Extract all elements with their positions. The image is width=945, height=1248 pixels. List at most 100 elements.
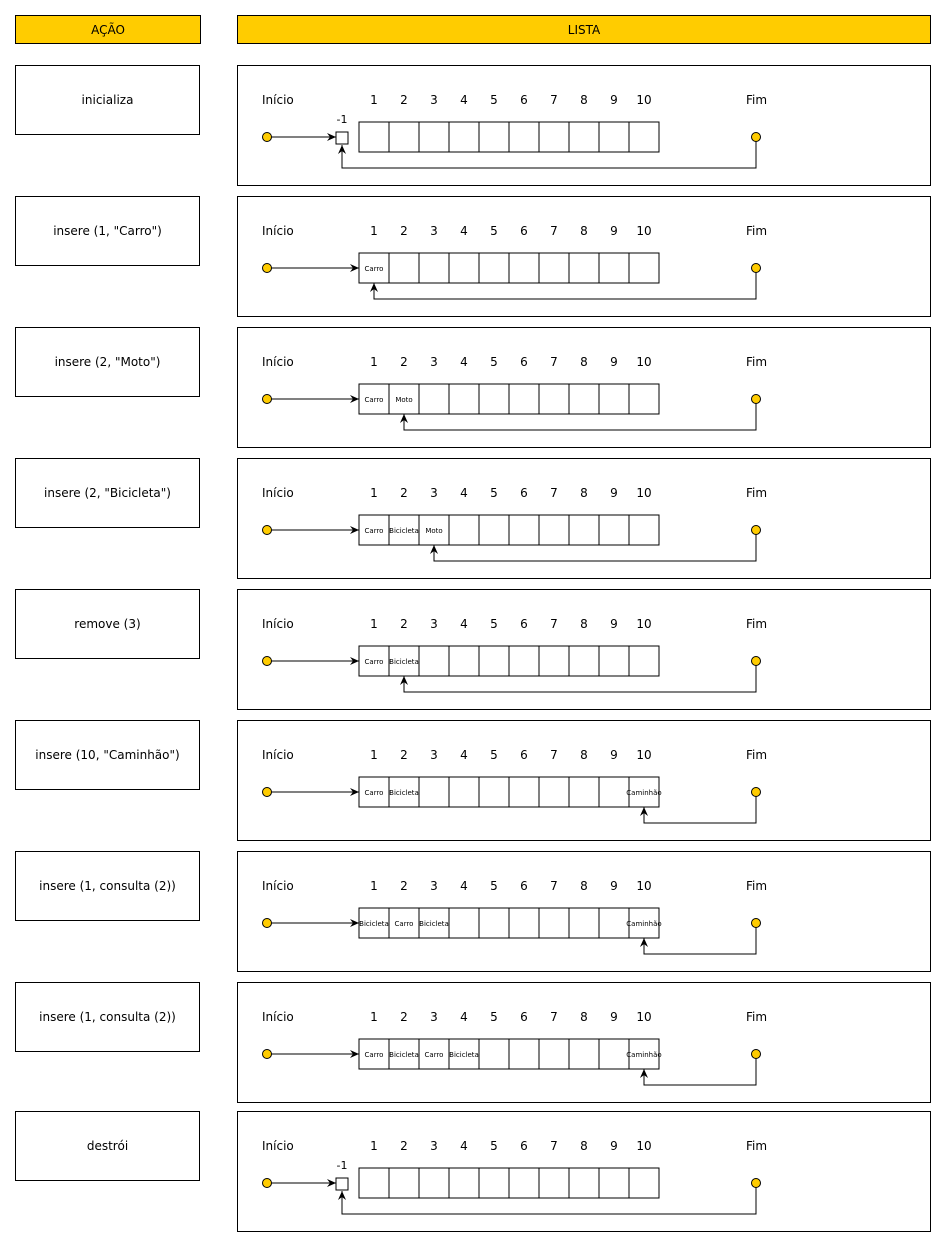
slot-number: 1 xyxy=(370,93,378,107)
end-node xyxy=(751,132,761,142)
array-cell xyxy=(358,514,390,546)
array-cell xyxy=(538,907,570,939)
slot-number: 4 xyxy=(460,486,468,500)
cell-value: Bicicleta xyxy=(389,658,419,666)
slot-number: 4 xyxy=(460,879,468,893)
end-node xyxy=(751,1049,761,1059)
slot-number: 1 xyxy=(370,617,378,631)
array-cell xyxy=(598,1038,630,1070)
cell-value: Carro xyxy=(365,1051,384,1059)
array-cell xyxy=(598,907,630,939)
end-pointer-arrow xyxy=(640,792,757,824)
start-label: Início xyxy=(262,748,294,762)
start-node xyxy=(262,1049,272,1059)
cell-value: Caminhão xyxy=(626,789,661,797)
slot-number: 6 xyxy=(520,93,528,107)
empty-marker-label: -1 xyxy=(337,1159,348,1172)
slot-number: 2 xyxy=(400,355,408,369)
array-cell xyxy=(508,776,540,808)
array-cell xyxy=(388,776,420,808)
slot-number: 3 xyxy=(430,93,438,107)
slot-number: 1 xyxy=(370,224,378,238)
array-cell xyxy=(418,907,450,939)
cell-value: Carro xyxy=(425,1051,444,1059)
array-cell xyxy=(418,121,450,153)
array-cell xyxy=(418,645,450,677)
start-node xyxy=(262,656,272,666)
slot-number: 2 xyxy=(400,486,408,500)
slot-number: 8 xyxy=(580,1010,588,1024)
cell-value: Caminhão xyxy=(626,920,661,928)
slot-number: 5 xyxy=(490,486,498,500)
end-label: Fim xyxy=(746,355,767,369)
end-label: Fim xyxy=(746,748,767,762)
action-box: inicializa xyxy=(15,65,200,135)
array-cell xyxy=(418,1038,450,1070)
action-box: insere (1, consulta (2)) xyxy=(15,851,200,921)
action-column-header: AÇÃO xyxy=(15,15,201,44)
array-cell xyxy=(418,252,450,284)
start-node xyxy=(262,787,272,797)
list-column-header: LISTA xyxy=(237,15,931,44)
slot-number: 4 xyxy=(460,617,468,631)
array-cell xyxy=(628,645,660,677)
start-node xyxy=(262,525,272,535)
action-box: remove (3) xyxy=(15,589,200,659)
array-cell xyxy=(568,907,600,939)
cell-value: Moto xyxy=(425,527,442,535)
array-cell xyxy=(388,1038,420,1070)
end-pointer-arrow xyxy=(640,923,757,955)
array-cell xyxy=(478,383,510,415)
end-node xyxy=(751,918,761,928)
end-pointer-arrow xyxy=(640,1054,757,1086)
slot-number: 7 xyxy=(550,617,558,631)
array-cell xyxy=(388,121,420,153)
array-cell xyxy=(508,645,540,677)
end-pointer-arrow xyxy=(338,1183,757,1215)
array-cell xyxy=(448,1167,480,1199)
end-pointer-arrow xyxy=(370,268,757,300)
slot-number: 6 xyxy=(520,224,528,238)
array-cell xyxy=(478,776,510,808)
cell-value: Carro xyxy=(365,658,384,666)
action-box: insere (2, "Bicicleta") xyxy=(15,458,200,528)
array-cell xyxy=(358,907,390,939)
action-box: destrói xyxy=(15,1111,200,1181)
array-cell xyxy=(418,514,450,546)
end-label: Fim xyxy=(746,879,767,893)
array-cell xyxy=(538,1167,570,1199)
slot-number: 2 xyxy=(400,93,408,107)
array-cell xyxy=(508,383,540,415)
start-label: Início xyxy=(262,93,294,107)
end-node xyxy=(751,1178,761,1188)
slot-number: 6 xyxy=(520,617,528,631)
end-pointer-arrow xyxy=(400,661,757,693)
slot-number: 5 xyxy=(490,1010,498,1024)
slot-number: 2 xyxy=(400,748,408,762)
array-cell xyxy=(388,514,420,546)
array-cell xyxy=(448,514,480,546)
start-label: Início xyxy=(262,617,294,631)
slot-number: 7 xyxy=(550,93,558,107)
action-box: insere (2, "Moto") xyxy=(15,327,200,397)
slot-number: 3 xyxy=(430,1139,438,1153)
slot-number: 6 xyxy=(520,748,528,762)
slot-number: 10 xyxy=(636,617,651,631)
slot-number: 6 xyxy=(520,879,528,893)
slot-number: 8 xyxy=(580,224,588,238)
slot-number: 2 xyxy=(400,617,408,631)
array-cell xyxy=(628,1167,660,1199)
array-cell xyxy=(628,514,660,546)
slot-number: 1 xyxy=(370,1139,378,1153)
slot-number: 8 xyxy=(580,879,588,893)
cell-value: Bicicleta xyxy=(389,527,419,535)
array-cell xyxy=(628,1038,660,1070)
slot-number: 7 xyxy=(550,1139,558,1153)
array-cell xyxy=(388,252,420,284)
slot-number: 9 xyxy=(610,748,618,762)
slot-number: 7 xyxy=(550,224,558,238)
